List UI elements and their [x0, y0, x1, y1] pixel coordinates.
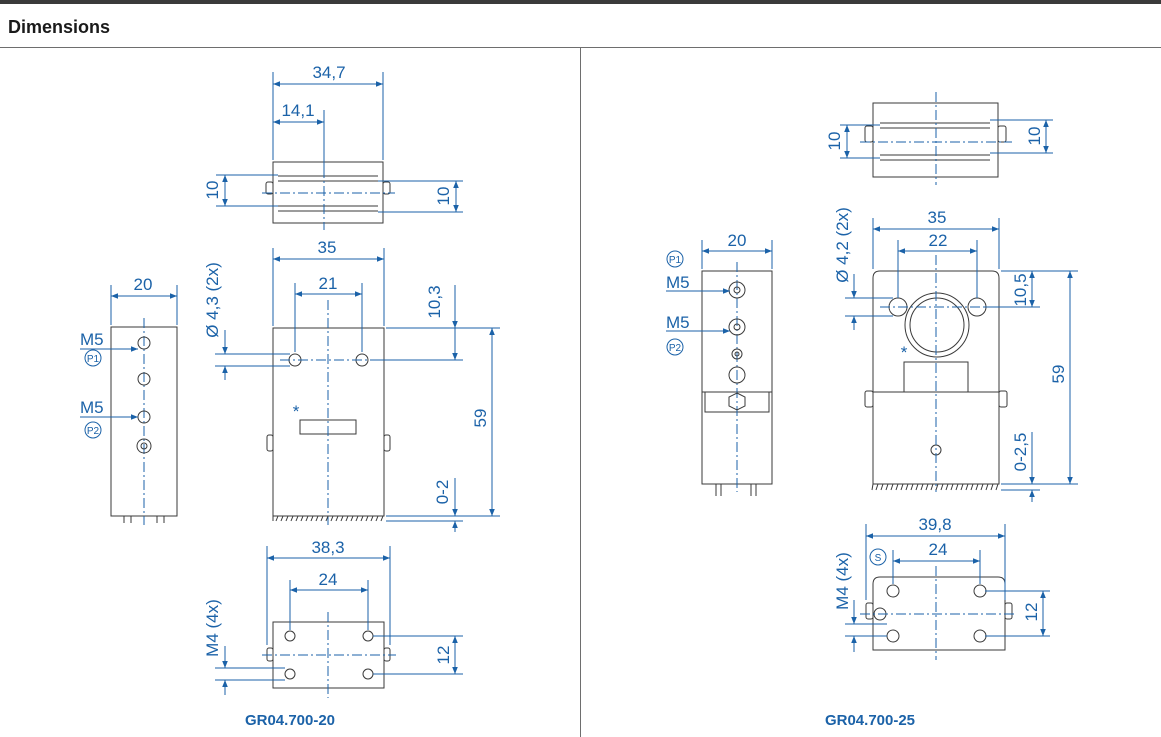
- r-dim-front-hole-spacing: 22: [929, 231, 948, 250]
- r-port1-thread: M5: [666, 273, 690, 292]
- dim-side-width: 20: [134, 275, 153, 294]
- dim-bottom-hole-spacing: 24: [319, 570, 338, 589]
- dim-bottom-height: 12: [434, 646, 453, 665]
- dim-front-stroke: 0-2: [433, 480, 452, 505]
- r-port2-thread: M5: [666, 313, 690, 332]
- port2-label: P2: [87, 426, 100, 437]
- r-dim-bottom-width: 39,8: [918, 515, 951, 534]
- r-dim-front-hole-diameter: Ø 4,2 (2x): [833, 207, 852, 283]
- dim-front-height: 59: [471, 409, 490, 428]
- r-dim-front-width: 35: [928, 208, 947, 227]
- r-asterisk-mark: *: [901, 343, 908, 362]
- panel-gr04-700-20: [0, 47, 581, 737]
- r-dim-front-stroke: 0-2,5: [1011, 433, 1030, 472]
- r-dim-front-height: 59: [1049, 365, 1068, 384]
- left-top-view: [216, 72, 463, 230]
- r-port2-label: P2: [669, 343, 682, 354]
- right-top-view: [840, 92, 1053, 185]
- left-drawing: [80, 72, 500, 698]
- dim-bottom-width: 38,3: [311, 538, 344, 557]
- asterisk-mark: *: [293, 402, 300, 421]
- r-port1-label: P1: [669, 255, 682, 266]
- port2-thread: M5: [80, 398, 104, 417]
- right-front-view: [845, 218, 1078, 502]
- right-drawing: [666, 92, 1078, 660]
- panel-gr04-700-25: [581, 47, 1161, 737]
- r-dim-bottom-hole-spacing: 24: [929, 540, 948, 559]
- dim-top-offset: 14,1: [281, 101, 314, 120]
- dim-top-width: 34,7: [312, 63, 345, 82]
- caption-right: GR04.700-25: [825, 712, 915, 729]
- dim-front-top-offset: 10,3: [425, 285, 444, 318]
- r-dim-top-height-left: 10: [825, 132, 844, 151]
- dim-bottom-thread: M4 (4x): [203, 599, 222, 657]
- left-front-view: [215, 248, 500, 532]
- caption-left: GR04.700-20: [245, 712, 335, 729]
- right-side-view: [666, 240, 773, 496]
- section-title: Dimensions: [8, 17, 111, 37]
- right-bottom-view: [845, 524, 1050, 660]
- r-dim-bottom-thread: M4 (4x): [833, 552, 852, 610]
- left-bottom-view: [215, 546, 463, 698]
- top-rule: [0, 0, 1161, 4]
- r-dim-top-height-right: 10: [1025, 127, 1044, 146]
- port1-thread: M5: [80, 330, 104, 349]
- dim-front-width: 35: [318, 238, 337, 257]
- r-dim-side-width: 20: [728, 231, 747, 250]
- dim-front-hole-diameter: Ø 4,3 (2x): [203, 262, 222, 338]
- left-side-view: [80, 285, 178, 525]
- r-dim-bottom-height: 12: [1022, 603, 1041, 622]
- dim-top-height-right: 10: [434, 187, 453, 206]
- port1-label: P1: [87, 354, 100, 365]
- r-dim-front-top-offset: 10,5: [1011, 273, 1030, 306]
- r-bottom-marker: S: [875, 553, 882, 564]
- dim-top-height-left: 10: [203, 181, 222, 200]
- dim-front-hole-spacing: 21: [319, 274, 338, 293]
